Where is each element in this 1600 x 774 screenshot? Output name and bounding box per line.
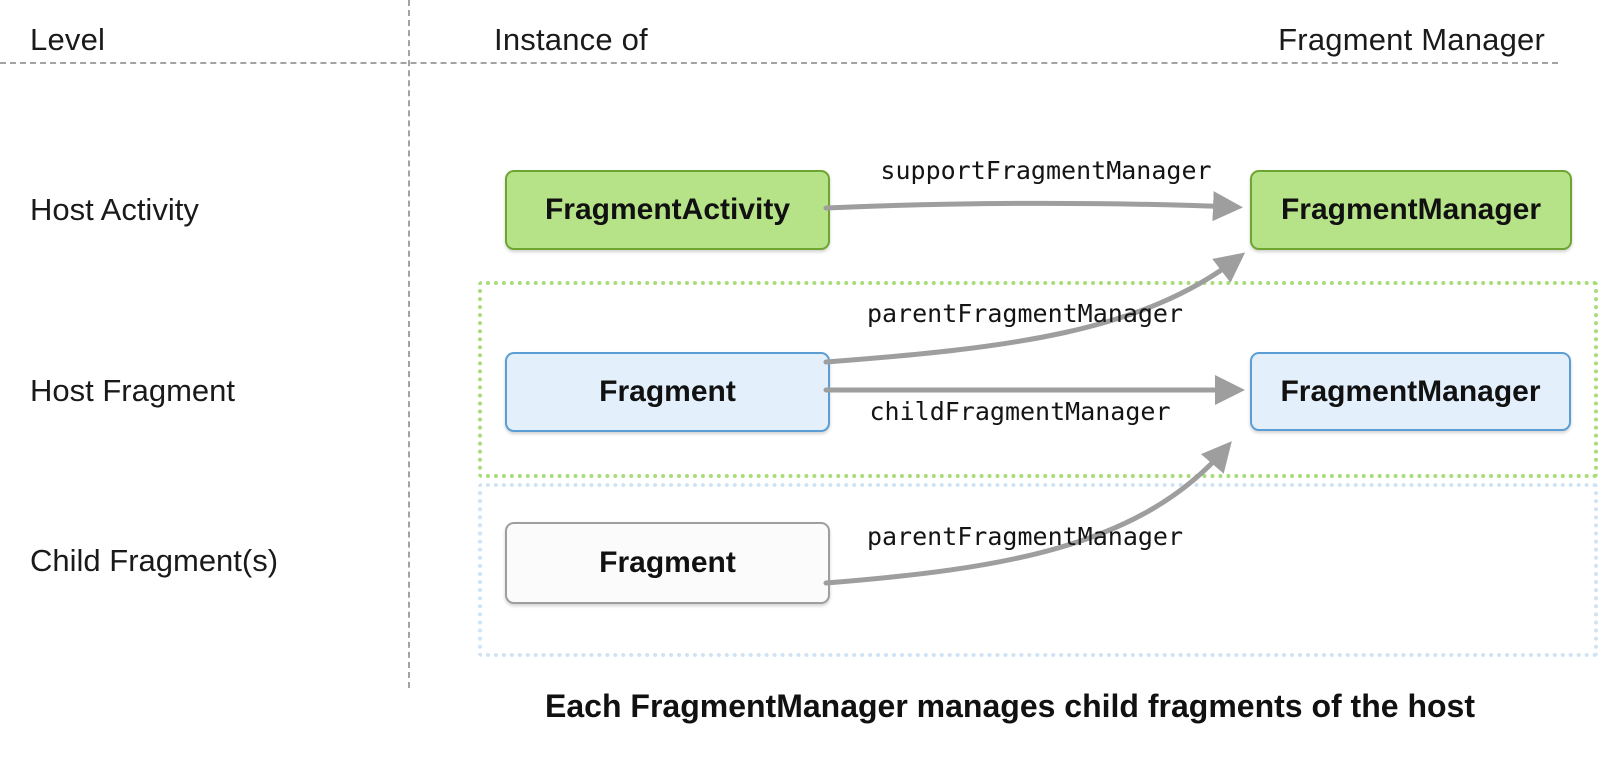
- host-fragment-manager-label: FragmentManager: [1280, 374, 1541, 408]
- fragment-activity-box: FragmentActivity: [505, 170, 830, 250]
- header-divider-line: [0, 62, 1558, 64]
- parent-fragment-manager-child-label: parentFragmentManager: [866, 522, 1184, 551]
- host-fragment-label: Fragment: [599, 375, 736, 408]
- column-divider-line: [408, 0, 410, 688]
- child-fragment-label: Fragment: [599, 546, 736, 579]
- host-fragment-box: Fragment: [505, 352, 830, 432]
- support-fragment-manager-arrow: [823, 191, 1243, 222]
- child-fragment-manager-label: childFragmentManager: [869, 397, 1171, 426]
- column-header-fragment-manager: Fragment Manager: [1278, 22, 1545, 57]
- activity-fragment-manager-box: FragmentManager: [1250, 170, 1572, 250]
- activity-fragment-manager-label: FragmentManager: [1280, 193, 1542, 226]
- parent-fragment-manager-host-label: parentFragmentManager: [866, 299, 1184, 328]
- child-fragment-box: Fragment: [505, 522, 830, 604]
- diagram-caption: Each FragmentManager manages child fragm…: [545, 688, 1475, 724]
- row-label-child-fragments: Child Fragment(s): [30, 543, 279, 578]
- fragment-activity-label: FragmentActivity: [544, 193, 791, 226]
- row-label-host-activity: Host Activity: [30, 192, 199, 227]
- host-fragment-manager-box: FragmentManager: [1250, 352, 1571, 431]
- row-label-host-fragment: Host Fragment: [30, 373, 236, 408]
- column-header-instance-of: Instance of: [494, 22, 648, 57]
- column-header-level: Level: [30, 22, 106, 57]
- support-fragment-manager-label: supportFragmentManager: [880, 156, 1212, 185]
